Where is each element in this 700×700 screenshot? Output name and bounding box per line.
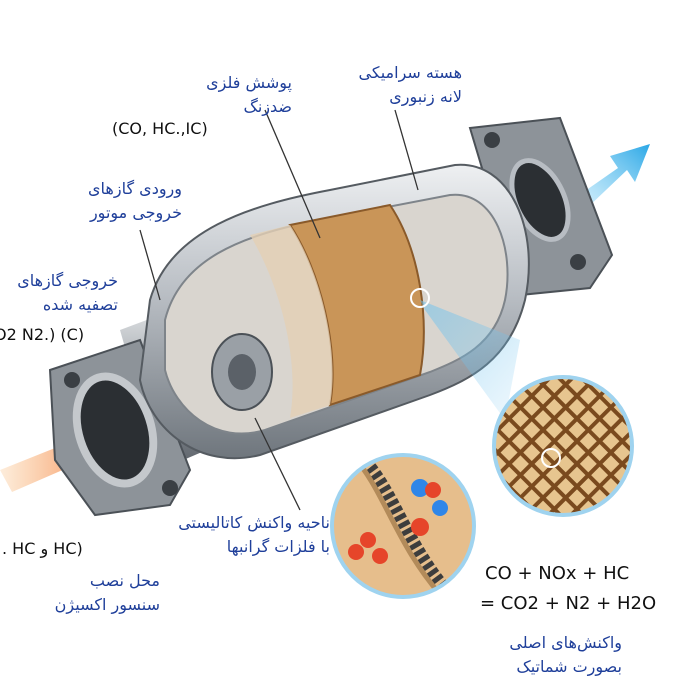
equation-line-2: = CO2 + N2 + H2O (480, 593, 657, 614)
catalyst-zoom (330, 453, 476, 599)
label-sensor-2: سنسور اکسیژن (54, 595, 160, 614)
label-gas-outlet-2: تصفیه شده (42, 295, 118, 314)
label-gas-inlet-2: خروجی موتور (89, 203, 182, 222)
inlet-gases-formula: (CO, HC.,IC) (112, 119, 208, 138)
label-metal-shell-1: پوشش فلزی (206, 73, 292, 92)
leader-lines (139, 109, 419, 511)
ceramic-core-band-2 (250, 225, 333, 418)
label-reactions-1: واکنش‌های اصلی (509, 633, 622, 652)
label-ceramic-core-1: هسته سرامیکی (358, 63, 462, 82)
zoom-marker-core (410, 288, 430, 308)
zoom-beam (420, 300, 520, 420)
label-ceramic-core-2: لانه زنبوری (389, 87, 462, 106)
honeycomb-zoom (492, 375, 634, 517)
label-gas-inlet-1: ورودی گازهای (88, 179, 182, 198)
label-sensor-1: محل نصب (89, 571, 160, 590)
oxygen-sensor-port (211, 333, 273, 411)
equation-line-1: CO + NOx + HC (485, 563, 630, 584)
hc-note: . HC و HC) (2, 539, 83, 558)
outlet-arrow (575, 144, 650, 210)
label-metal-shell-2: ضدزنگ (243, 97, 292, 116)
label-reactions-2: بصورت شماتیک (516, 657, 622, 676)
label-gas-outlet-1: خروجی گازهای (17, 271, 118, 290)
label-catalytic-zone-1: ناحیه واکنش کاتالیستی (178, 513, 330, 532)
label-catalytic-zone-2: با فلزات گرانبها (226, 537, 330, 556)
outlet-gases-formula: O2 N2.) (C) (0, 325, 85, 344)
